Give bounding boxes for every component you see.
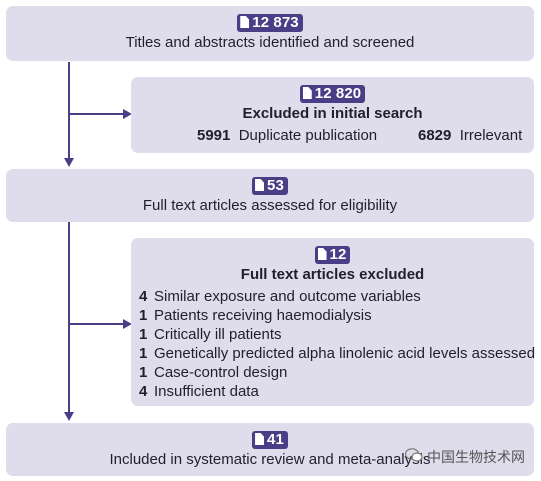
excluded-fulltext-title: Full text articles excluded [240, 266, 425, 283]
excluded-initial-count: 12 820 [314, 85, 362, 102]
excluded-initial-count-badge: 12 820 [299, 85, 366, 103]
document-icon [255, 433, 265, 445]
arrow-to-excluded-fulltext [123, 319, 132, 329]
wechat-icon [405, 448, 423, 462]
fulltext-count-badge: 53 [252, 177, 288, 195]
fulltext-label: Full text articles assessed for eligibil… [142, 197, 398, 214]
document-icon [255, 179, 265, 191]
excluded-initial-title: Excluded in initial search [242, 105, 423, 122]
flow-line-main-2 [68, 222, 70, 414]
excluded-initial-box: 12 820 Excluded in initial search 5991 D… [131, 77, 534, 153]
excluded-initial-item: 6829 Irrelevant [418, 127, 523, 144]
document-icon [240, 16, 250, 28]
flow-line-main [68, 62, 70, 160]
identified-label: Titles and abstracts identified and scre… [125, 34, 415, 51]
identified-box: 12 873 Titles and abstracts identified a… [6, 6, 534, 61]
identified-count-badge: 12 873 [237, 14, 303, 32]
included-count: 41 [267, 431, 284, 448]
document-icon [302, 87, 312, 99]
arrow-to-fulltext [64, 158, 74, 167]
fulltext-count: 53 [267, 177, 284, 194]
branch-line-initial [68, 113, 124, 115]
included-label: Included in systematic review and meta-a… [109, 451, 431, 468]
branch-line-fulltext [68, 323, 124, 325]
included-count-badge: 41 [252, 431, 288, 449]
arrow-to-excluded-initial [123, 109, 132, 119]
fulltext-box: 53 Full text articles assessed for eligi… [6, 169, 534, 222]
excluded-initial-item: 5991 Duplicate publication [197, 127, 378, 144]
excluded-fulltext-count-badge: 12 [314, 246, 351, 264]
included-box: 41 Included in systematic review and met… [6, 423, 534, 476]
identified-count: 12 873 [252, 14, 299, 31]
document-icon [317, 248, 327, 260]
watermark-text: 中国生物技术网 [427, 449, 525, 465]
excluded-fulltext-count: 12 [329, 246, 347, 263]
arrow-to-included [64, 412, 74, 421]
